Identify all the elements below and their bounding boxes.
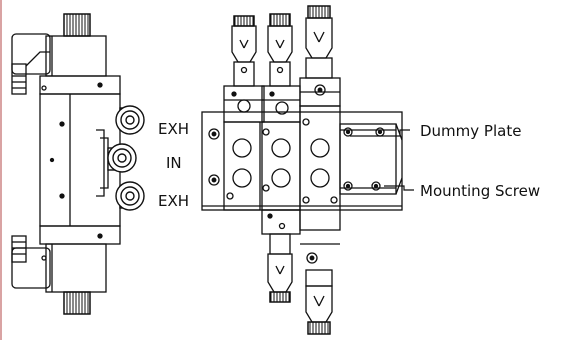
exh-bottom-label: EXH xyxy=(158,192,189,210)
dummy-plate xyxy=(339,123,403,195)
side-view-valve xyxy=(11,13,121,315)
top-coil-connector xyxy=(11,33,51,75)
dummy-plate-leader xyxy=(350,129,410,137)
dummy-plate-screws xyxy=(343,127,385,191)
exh-fitting-top xyxy=(115,105,145,135)
bottom-coil-connector xyxy=(11,247,51,289)
manifold-front-view xyxy=(201,5,403,335)
port-fittings xyxy=(107,105,145,211)
exh-fitting-bottom xyxy=(115,181,145,211)
exh-top-label: EXH xyxy=(158,120,189,138)
in-fitting xyxy=(107,143,137,173)
valve-1 xyxy=(223,15,265,211)
in-label: IN xyxy=(166,154,182,172)
dummy-plate-label: Dummy Plate xyxy=(420,122,521,140)
valve-3 xyxy=(299,5,341,335)
manifold-base xyxy=(201,111,403,211)
valve-2 xyxy=(261,13,301,303)
top-knurled-cap xyxy=(63,13,91,37)
mounting-screw-label: Mounting Screw xyxy=(420,182,540,200)
bottom-knurled-cap xyxy=(63,291,91,315)
leader-lines xyxy=(350,129,414,191)
mounting-screw-leader xyxy=(384,185,414,191)
